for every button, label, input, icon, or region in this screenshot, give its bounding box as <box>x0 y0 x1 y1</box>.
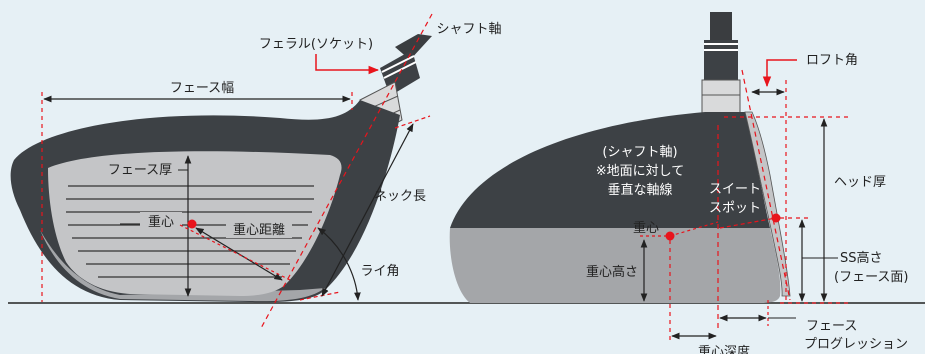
cog-label-face: 重心 <box>148 214 174 230</box>
cog-distance-arrow <box>195 227 283 281</box>
shaft-right <box>701 12 741 115</box>
cog-distance-label: 重心距離 <box>233 222 285 238</box>
cog-height-label: 重心高さ <box>586 264 638 280</box>
ss-height-line2: (フェース面) <box>834 270 909 285</box>
cog-dot-side <box>665 231 675 241</box>
loft-angle-label: ロフト角 <box>806 53 858 68</box>
lie-angle-arc <box>317 227 361 301</box>
cog-dot-face <box>187 219 197 229</box>
ss-height-line1: SS高さ <box>840 250 883 266</box>
cog-depth-label: 重心深度 <box>698 344 750 354</box>
face-progression-line2: プログレッション <box>804 337 908 352</box>
side-view: ロフト角 (シャフト軸) ※地面に対して 垂直な軸線 スイート スポット ヘッド… <box>449 12 909 354</box>
side-view-head <box>450 112 770 228</box>
sweet-spot-dot <box>771 213 781 223</box>
neck-length-label: ネック長 <box>374 189 426 204</box>
shaft-axis-note-line3: 垂直な軸線 <box>607 182 672 198</box>
cog-label-side: 重心 <box>633 220 659 236</box>
shaft-axis-line-left <box>259 13 433 331</box>
face-thickness-label: フェース厚 <box>108 163 172 178</box>
lie-angle-label: ライ角 <box>360 264 399 279</box>
shaft-axis-note-line1: (シャフト軸) <box>602 145 677 160</box>
head-thickness-label: ヘッド厚 <box>834 175 886 190</box>
ferrule-label: フェラル(ソケット) <box>259 37 373 52</box>
sweet-spot-line2: スポット <box>709 201 761 216</box>
face-progression-line1: フェース <box>806 319 857 334</box>
face-view: フェース幅 フェース厚 重心 重心距離 ネック長 ライ角 シャフト軸 フェラル(… <box>10 13 502 331</box>
side-view-sole <box>449 228 781 303</box>
shaft-axis-label: シャフト軸 <box>436 22 501 37</box>
face-width-label: フェース幅 <box>170 81 234 96</box>
sweet-spot-line1: スイート <box>709 182 761 197</box>
shaft-axis-note-line2: ※地面に対して <box>596 164 685 179</box>
